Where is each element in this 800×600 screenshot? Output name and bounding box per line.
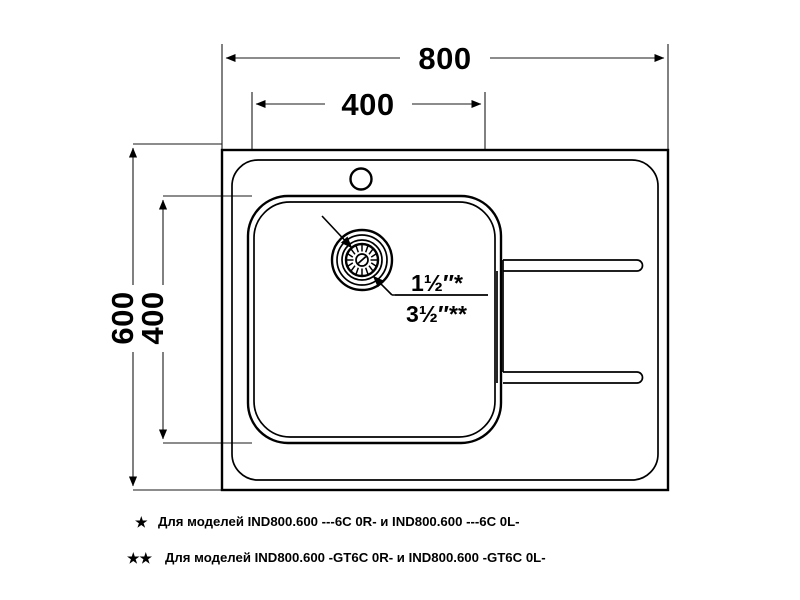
drain-ring-2 xyxy=(336,234,388,286)
drain-hub xyxy=(355,253,369,267)
bowl-rim-inner xyxy=(253,201,496,438)
drain-outer-ring xyxy=(330,228,394,292)
footnote-2-mark: ★★ xyxy=(127,550,153,566)
dimension-label-400-width: 400 xyxy=(341,87,394,122)
leader-upper xyxy=(321,215,353,249)
drain-grate-slots xyxy=(346,244,378,276)
drainboard-groove-top xyxy=(503,259,644,272)
sink-outline xyxy=(220,148,670,492)
sink-bowl xyxy=(246,194,503,445)
leader-lower-arrow xyxy=(372,275,393,296)
dimension-label-600: 600 xyxy=(105,291,140,344)
drain-strainer xyxy=(330,228,394,292)
footnote-2: ★★ Для моделей IND800.600 -GT6C 0R- и IN… xyxy=(127,550,546,566)
dimension-lines xyxy=(128,53,665,487)
drain-ring-3 xyxy=(341,239,383,281)
drain-leaders xyxy=(321,215,488,296)
drain-grate-edge xyxy=(344,242,380,278)
drain-hub-slot xyxy=(357,255,367,265)
callout-drain-upper: 1½″* xyxy=(411,270,463,296)
bowl-rim-outer xyxy=(246,194,503,445)
footnote-1-text: Для моделей IND800.600 ---6C 0R- и IND80… xyxy=(158,514,520,529)
dimension-label-800: 800 xyxy=(418,41,471,76)
dimension-label-400-depth: 400 xyxy=(135,291,170,344)
sink-outer-edge xyxy=(220,148,670,492)
footnote-2-text: Для моделей IND800.600 -GT6C 0R- и IND80… xyxy=(165,550,546,565)
drainboard xyxy=(496,259,644,384)
footnote-1: ★ Для моделей IND800.600 ---6C 0R- и IND… xyxy=(135,514,520,530)
sink-deck-rim xyxy=(231,159,659,481)
drainboard-groove-bottom xyxy=(503,371,644,384)
footnote-1-mark: ★ xyxy=(135,514,148,530)
extension-lines xyxy=(133,44,669,491)
faucet-hole xyxy=(349,167,373,191)
callout-drain-lower: 3½″** xyxy=(406,301,467,327)
